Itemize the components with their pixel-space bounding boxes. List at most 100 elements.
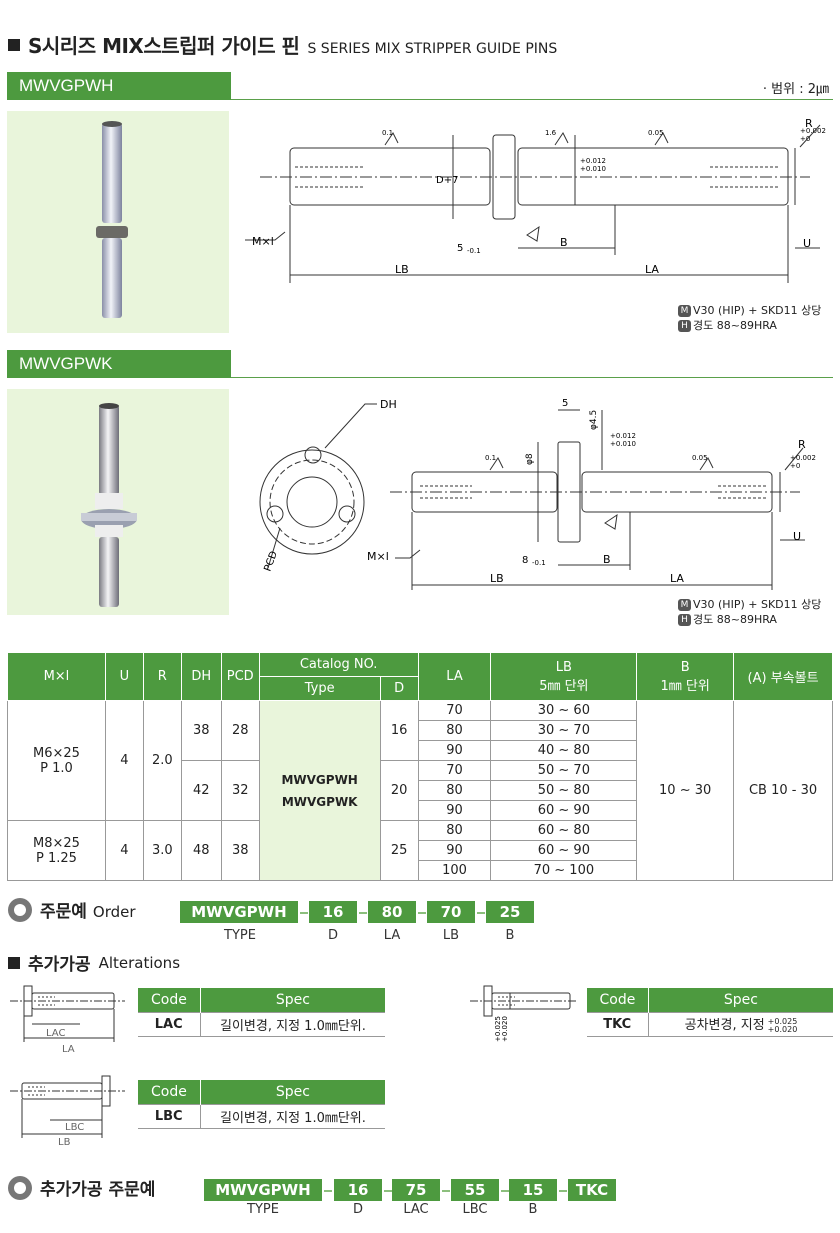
chip-dash: [477, 912, 485, 914]
alt-code-lbc: LBC: [137, 1103, 201, 1129]
hardness-tag: H: [678, 320, 691, 332]
drawing-label-eight: 8: [522, 555, 528, 566]
order-label-la: LA: [383, 928, 401, 943]
chip-dash: [501, 1190, 509, 1192]
hardness-text: 경도 88~89HRA: [693, 319, 777, 332]
page-title: S시리즈 MIX스트립퍼 가이드 핀 S SERIES MIX STRIPPER…: [8, 30, 557, 60]
pin-photo-icon: [81, 403, 137, 607]
cell-pcd-g1b: 32: [220, 760, 260, 821]
alt-header-spec: Spec: [647, 988, 833, 1012]
drawing-label-pcd: PCD: [262, 550, 280, 574]
header-pcd: PCD: [220, 652, 260, 701]
technical-drawing-mwvgpwk: DH PCD M×l R U LB LA B 8 -0.1 5 φ4.5 φ8 …: [259, 398, 816, 590]
cell-type-1: MWVGPWH: [281, 772, 358, 787]
lac-drawing: LAC LA: [10, 985, 125, 1055]
title-korean: S시리즈 MIX스트립퍼 가이드 핀: [28, 34, 300, 58]
cell-lb: 50 ~ 70: [490, 760, 638, 781]
product-photo-mwvgpwk: [7, 389, 229, 615]
alt-order-label-lbc: LBC: [462, 1202, 488, 1217]
roughness-label-2: 1.6: [545, 129, 557, 137]
alterations-title-ko: 추가가공: [28, 955, 91, 975]
cell-m: M8×25: [32, 835, 80, 851]
drawing-label-d-tol-bot: +0.010: [610, 440, 636, 448]
cell-lb: 40 ~ 80: [490, 740, 638, 761]
alt-code-tkc: TKC: [586, 1011, 649, 1037]
header-b-label: B: [680, 659, 690, 675]
header-d: D: [379, 676, 419, 701]
drawing-label-d-tol-top: +0.012: [610, 432, 636, 440]
drawing-label-mxl: M×l: [252, 235, 274, 248]
cell-dh-g1b: 42: [180, 760, 222, 821]
material-text: V30 (HIP) + SKD11 상당: [693, 598, 822, 611]
header-lb-unit: 5㎜ 단위: [539, 678, 589, 694]
tkc-tol-top: +0.025: [767, 1016, 798, 1026]
alt-order-title-ko: 추가가공 주문예: [40, 1180, 156, 1200]
section-header-mwvgpwk: MWVGPWK: [7, 350, 833, 378]
cell-dh-g1a: 38: [180, 700, 222, 761]
tkc-tol-bot: +0.020: [767, 1024, 798, 1034]
table-row: 42 32 20 70 50 ~ 70: [8, 760, 833, 821]
alterations-title-en: Alterations: [98, 953, 181, 972]
drawing-label-d7: D+7: [436, 175, 458, 186]
drawing-label-r: R: [805, 117, 813, 130]
order-label-type: TYPE: [224, 928, 256, 943]
cell-u-g1: 4: [104, 700, 144, 821]
cell-pcd-g1a: 28: [220, 700, 260, 761]
cell-type-2: MWVGPWK: [281, 794, 358, 809]
table-row: 100 70 ~ 100: [8, 860, 833, 881]
section-label: MWVGPWK: [7, 350, 231, 378]
alt-order-chip-lbc: 55: [451, 1179, 499, 1201]
chip-dash: [384, 1190, 392, 1192]
alt-code-lac: LAC: [137, 1011, 201, 1037]
header-lb-label: LB: [555, 659, 572, 675]
cell-d-g1b: 20: [379, 760, 419, 821]
alt-order-title: 추가가공 주문예: [8, 1175, 155, 1200]
chip-dash: [300, 912, 308, 914]
table-row: 80 30 ~ 70: [8, 720, 833, 741]
drawing-label-d-tol-bot: +0.010: [580, 165, 606, 173]
tkc-dim-bot: +0.020: [501, 1016, 509, 1042]
drawing-label-five: 5: [457, 243, 463, 254]
table-row: 80 50 ~ 80: [8, 780, 833, 801]
product-photo-mwvgpwh: [7, 111, 229, 333]
drawing-label-tol: -0.1: [532, 559, 546, 567]
drawing-label-la: LA: [645, 263, 659, 276]
header-lb: LB 5㎜ 단위: [490, 652, 638, 701]
lac-dim-lac: LAC: [46, 1028, 65, 1039]
drawing-label-d-tol-top: +0.012: [580, 157, 606, 165]
cell-la: 80: [417, 820, 492, 841]
range-note: · 범위 : 2㎛: [762, 82, 829, 97]
cell-la: 100: [417, 860, 492, 881]
hardness-text: 경도 88~89HRA: [693, 613, 777, 626]
cell-p: P 1.25: [35, 850, 77, 866]
cell-lb: 70 ~ 100: [490, 860, 638, 881]
drawing-label-d1-tol-bot: +0: [800, 135, 810, 143]
cell-dh-g2: 48: [180, 820, 222, 881]
alt-header-code: Code: [137, 988, 201, 1012]
tkc-dim-top: +0.025: [494, 1016, 502, 1042]
cell-bolt: CB 10 - 30: [733, 700, 833, 881]
drawing-label-d1-tol-bot: +0: [790, 462, 800, 470]
alt-spec-tkc: 공차변경, 지정+0.025+0.020: [648, 1011, 833, 1037]
square-bullet-icon: [8, 39, 20, 51]
alt-order-chip-d: 16: [334, 1179, 382, 1201]
section-header-mwvgpwh: MWVGPWH · 범위 : 2㎛: [7, 72, 833, 100]
header-r: R: [142, 652, 182, 701]
table-row: 90 40 ~ 80: [8, 740, 833, 761]
alterations-title: 추가가공 Alterations: [8, 950, 180, 975]
alt-spec-lac: 길이변경, 지정 1.0㎜단위.: [200, 1011, 385, 1037]
alt-order-label-b: B: [528, 1202, 538, 1217]
cell-lb: 30 ~ 70: [490, 720, 638, 741]
material-tag: M: [678, 599, 691, 611]
alt-spec-lbc: 길이변경, 지정 1.0㎜단위.: [200, 1103, 385, 1129]
cell-lb: 60 ~ 80: [490, 820, 638, 841]
